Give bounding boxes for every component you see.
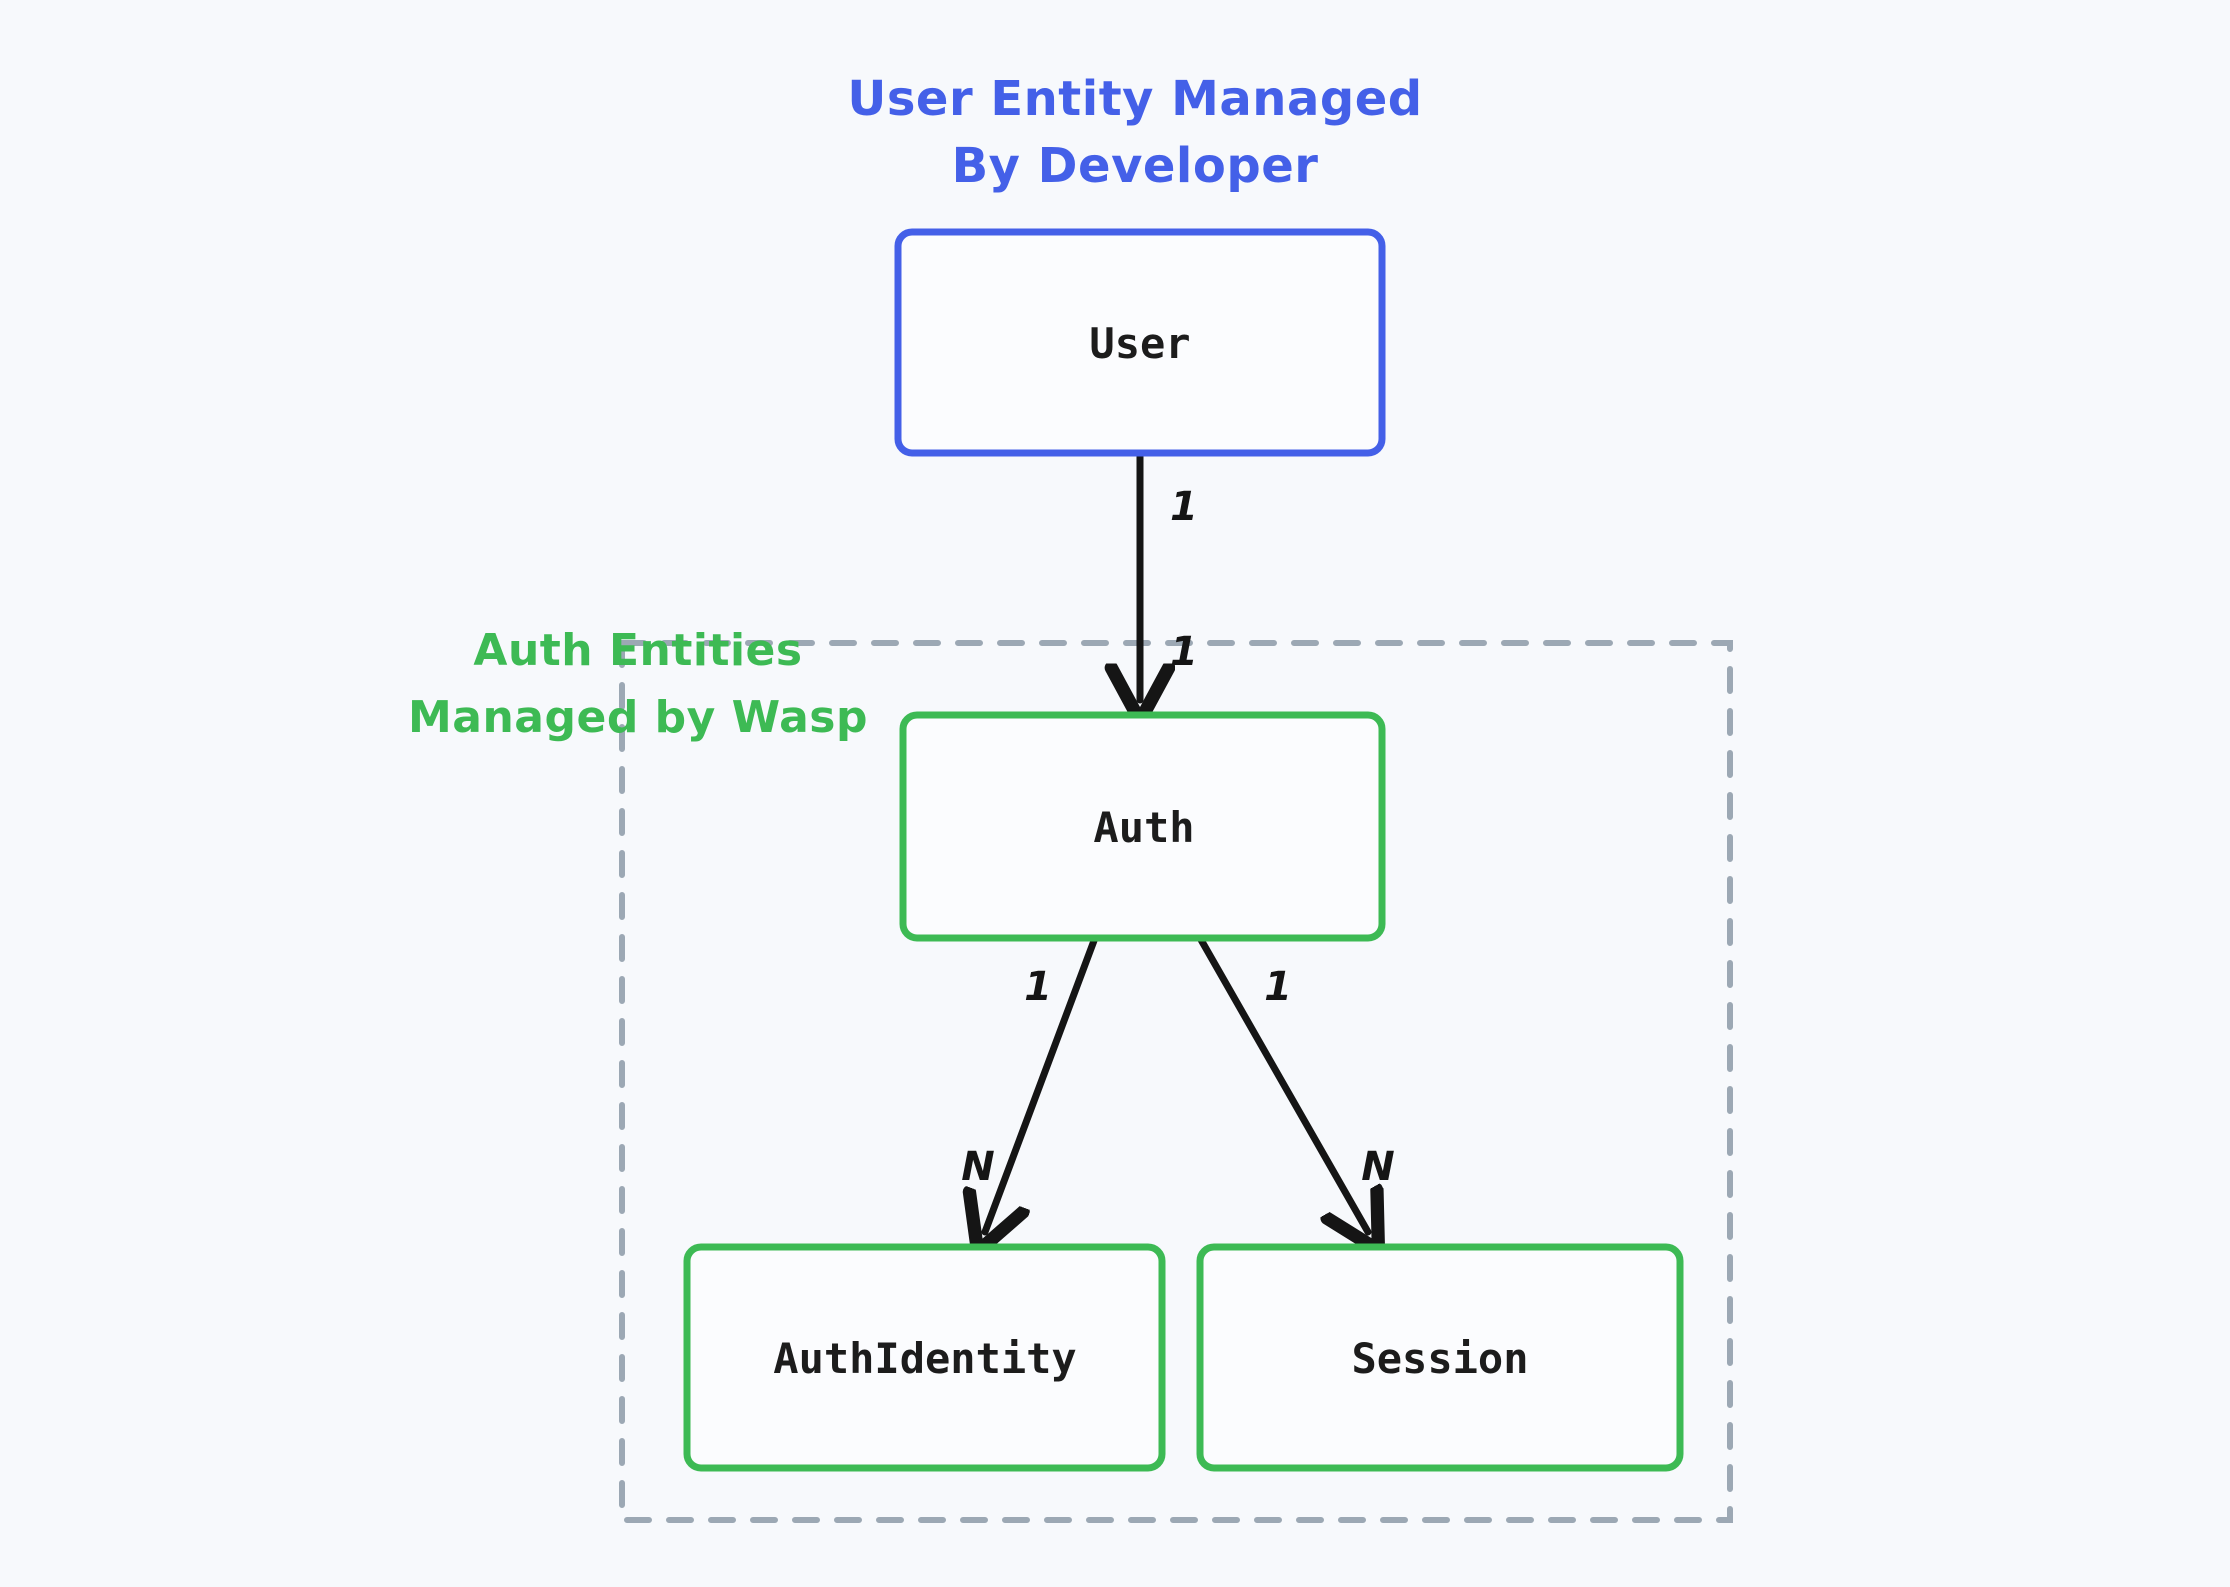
node-authidentity-label: AuthIdentity [773, 1334, 1076, 1383]
node-user-label: User [1089, 319, 1190, 368]
edge-auth-to-session [1196, 934, 1368, 1232]
label-auth-entities-line1: Auth Entities [473, 625, 802, 676]
cardinality-user-to-auth-target: 1 [1170, 629, 1198, 675]
node-session-label: Session [1351, 1334, 1528, 1383]
node-session[interactable]: Session [1196, 1243, 1684, 1472]
label-auth-entities-line2: Managed by Wasp [408, 692, 868, 743]
cardinality-auth-to-authidentity-source: 1 [1024, 964, 1052, 1010]
title-user-entity-line2: By Developer [952, 138, 1319, 194]
node-authidentity[interactable]: AuthIdentity [683, 1243, 1166, 1472]
node-auth-label: Auth [1093, 803, 1194, 852]
cardinality-auth-to-session-target: N [1361, 1144, 1394, 1190]
cardinality-auth-to-authidentity-target: N [961, 1144, 994, 1190]
node-auth-box[interactable] [899, 711, 1386, 942]
cardinality-auth-to-session-source: 1 [1264, 964, 1292, 1010]
node-user-box[interactable] [894, 228, 1386, 457]
node-auth[interactable]: Auth [899, 711, 1386, 942]
node-authidentity-box[interactable] [683, 1243, 1166, 1472]
title-user-entity-line1: User Entity Managed [847, 71, 1422, 127]
auth-entities-group-boundary [619, 640, 1733, 1523]
node-session-box[interactable] [1196, 1243, 1684, 1472]
edge-auth-to-authidentity [985, 934, 1099, 1232]
cardinality-user-to-auth-source: 1 [1170, 484, 1198, 530]
node-user[interactable]: User [894, 228, 1386, 457]
